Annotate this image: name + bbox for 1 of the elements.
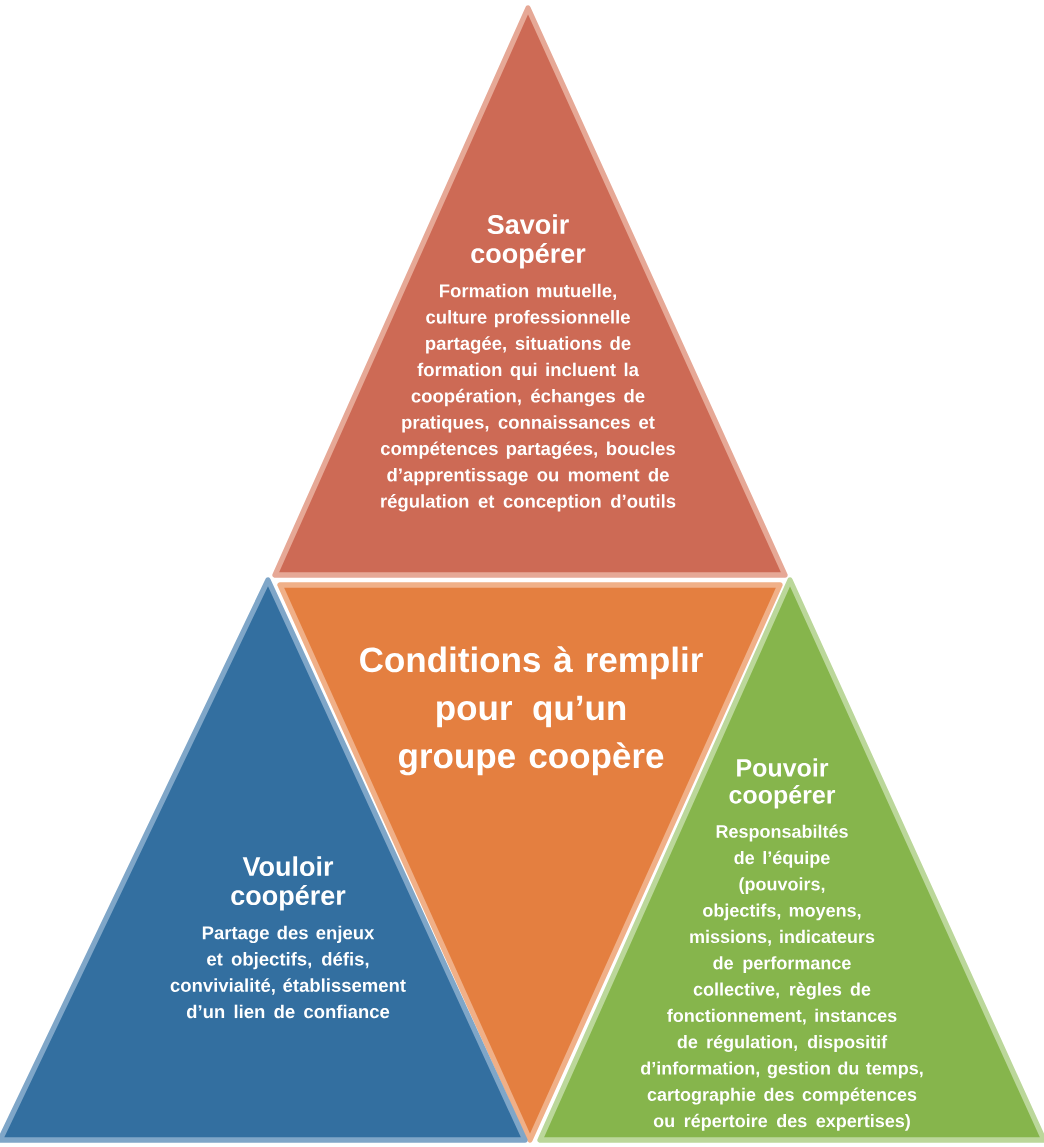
triangle: Savoir coopérer Formation mutuelle, culture professionnelle partagée, situations de formation qui incluent la coopération, échanges de pratiques, connaissances et compétences partagées, boucles d’apprentissage ou moment de régulation et conception d’outils xyxy=(272,5,788,578)
